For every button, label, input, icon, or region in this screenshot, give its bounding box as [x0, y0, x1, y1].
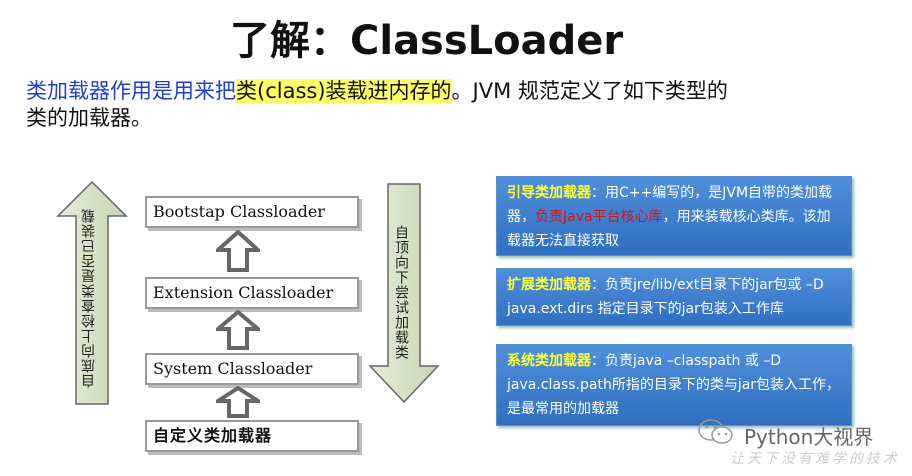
info-name: 扩展类加载器: [507, 277, 591, 293]
watermark-text: 让天下没有难学的技术: [730, 451, 900, 467]
info-name: 系统类加载器: [507, 353, 591, 369]
page-title: 了解：ClassLoader: [230, 18, 624, 64]
bottom-up-arrow-icon: [56, 180, 128, 405]
intro-highlight-text: 类(class)装载进内存的: [236, 79, 452, 103]
top-down-arrow-label: 自顶向下尝试加载类: [393, 225, 409, 360]
info-text: ，用来装载核心类库。该加载器无法直接获取: [507, 209, 831, 249]
intro-rest-text: 。JVM 规范定义了如下类型的: [451, 79, 728, 103]
wechat-account-label: Python大视界: [744, 425, 874, 449]
info-text: ：用C++编写的，是JVM自带的类加载器，: [507, 185, 833, 225]
info-red-text: 负责Java平台核心库: [535, 209, 663, 225]
wechat-icon: [698, 419, 733, 444]
info-text: ：负责jre/lib/ext目录下的jar包或 –D java.ext.dirs…: [507, 277, 824, 317]
extension-loader-info: 扩展类加载器：负责jre/lib/ext目录下的jar包或 –D java.ex…: [496, 268, 852, 326]
bootstrap-classloader-box: Bootstap Classloader: [145, 196, 359, 228]
top-down-arrow-icon: [368, 183, 440, 404]
system-loader-info: 系统类加载器：负责java –classpath 或 –D java.class…: [496, 344, 852, 426]
extension-classloader-box: Extension Classloader: [145, 277, 359, 309]
up-arrow-icon: [216, 386, 260, 418]
up-arrow-icon: [216, 310, 260, 350]
intro-paragraph: 类加载器作用是用来把类(class)装载进内存的。JVM 规范定义了如下类型的 …: [26, 78, 906, 132]
bottom-up-arrow-label: 自底向上检查类是否已装载: [81, 208, 97, 388]
custom-classloader-box: 自定义类加载器: [145, 420, 359, 452]
info-text: ：负责java –classpath 或 –D java.class.path所…: [507, 353, 841, 417]
up-arrow-icon: [216, 230, 260, 272]
info-name: 引导类加载器: [507, 185, 591, 201]
intro-line2-text: 类的加载器。: [26, 106, 152, 130]
bootstrap-loader-info: 引导类加载器：用C++编写的，是JVM自带的类加载器，负责Java平台核心库，用…: [496, 176, 852, 256]
intro-blue-text: 类加载器作用是用来把: [26, 79, 236, 103]
system-classloader-box: System Classloader: [145, 353, 359, 385]
